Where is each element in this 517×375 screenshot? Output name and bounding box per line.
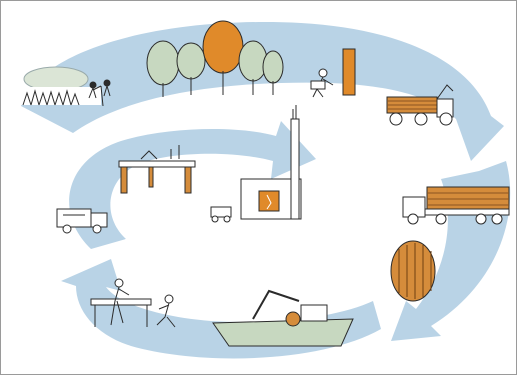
cycle-inner-cutout [113,220,301,263]
sawn-lumber-icon [391,241,435,301]
